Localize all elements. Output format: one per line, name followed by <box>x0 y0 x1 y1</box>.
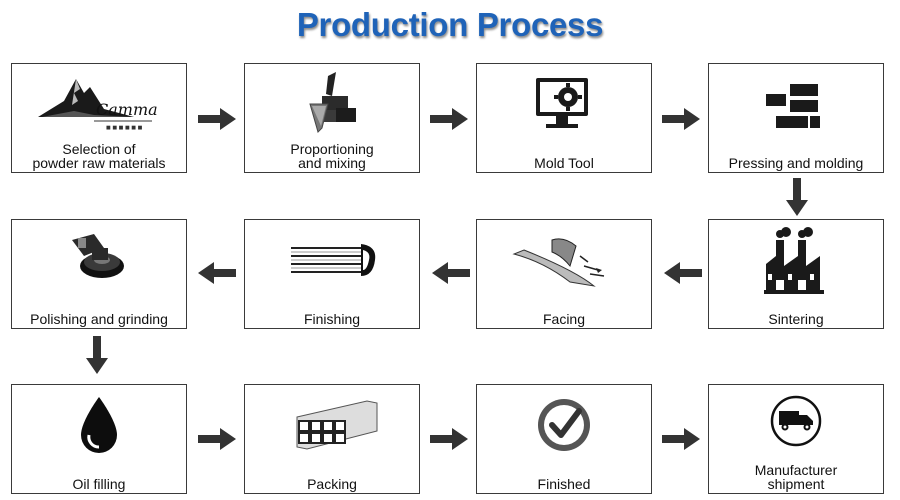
arrow-down-icon <box>786 178 808 216</box>
factory-icon <box>709 226 883 294</box>
step-manufacturer-shipment: Manufacturer shipment <box>708 384 884 494</box>
step-packing: Packing <box>244 384 420 494</box>
arrow-left-icon <box>432 262 470 284</box>
step-label: Manufacturer shipment <box>754 462 838 492</box>
orbital-sander-icon <box>12 226 186 294</box>
arrow-right-icon <box>430 108 468 130</box>
mountain-logo-icon: Camma ■ ■ ■ ■ ■ ■ <box>12 70 186 138</box>
step-label: Finishing <box>303 311 361 327</box>
step-label: Polishing and grinding <box>30 311 168 327</box>
oil-drop-icon <box>12 391 186 459</box>
step-facing: Facing <box>476 219 652 329</box>
tube-bundle-icon <box>245 391 419 459</box>
page-title: Production Process <box>296 6 604 43</box>
arrow-down-icon <box>86 336 108 374</box>
arrow-right-icon <box>662 428 700 450</box>
step-mold-tool: Mold Tool <box>476 63 652 173</box>
step-label: Finished <box>537 476 591 492</box>
step-label: Packing <box>307 476 357 492</box>
brick-press-icon <box>709 70 883 138</box>
step-label: Selection of powder raw materials <box>32 141 166 171</box>
arrow-right-icon <box>662 108 700 130</box>
checkmark-circle-icon <box>477 391 651 459</box>
finishing-rolls-icon <box>245 226 419 294</box>
arrow-left-icon <box>664 262 702 284</box>
step-label: Oil filling <box>72 476 126 492</box>
step-polishing-grinding: Polishing and grinding <box>11 219 187 329</box>
truck-circle-icon <box>709 391 883 459</box>
step-pressing-molding: Pressing and molding <box>708 63 884 173</box>
step-label: Mold Tool <box>534 155 594 171</box>
step-oil-filling: Oil filling <box>11 384 187 494</box>
step-label: Pressing and molding <box>728 155 864 171</box>
step-label: Proportioning and mixing <box>290 141 374 171</box>
trowel-bricks-icon <box>245 70 419 138</box>
step-label: Sintering <box>768 311 824 327</box>
arrow-right-icon <box>198 108 236 130</box>
logo-text: Camma <box>96 100 158 119</box>
arrow-right-icon <box>198 428 236 450</box>
monitor-gear-icon <box>477 70 651 138</box>
svg-text:■ ■ ■ ■ ■ ■: ■ ■ ■ ■ ■ ■ <box>106 125 143 131</box>
step-sintering: Sintering <box>708 219 884 329</box>
facing-blade-icon <box>477 226 651 294</box>
arrow-left-icon <box>198 262 236 284</box>
arrow-right-icon <box>430 428 468 450</box>
step-finished: Finished <box>476 384 652 494</box>
step-finishing: Finishing <box>244 219 420 329</box>
step-selection-raw-materials: Camma ■ ■ ■ ■ ■ ■ Selection of powder ra… <box>11 63 187 173</box>
step-proportioning-mixing: Proportioning and mixing <box>244 63 420 173</box>
step-label: Facing <box>542 311 586 327</box>
